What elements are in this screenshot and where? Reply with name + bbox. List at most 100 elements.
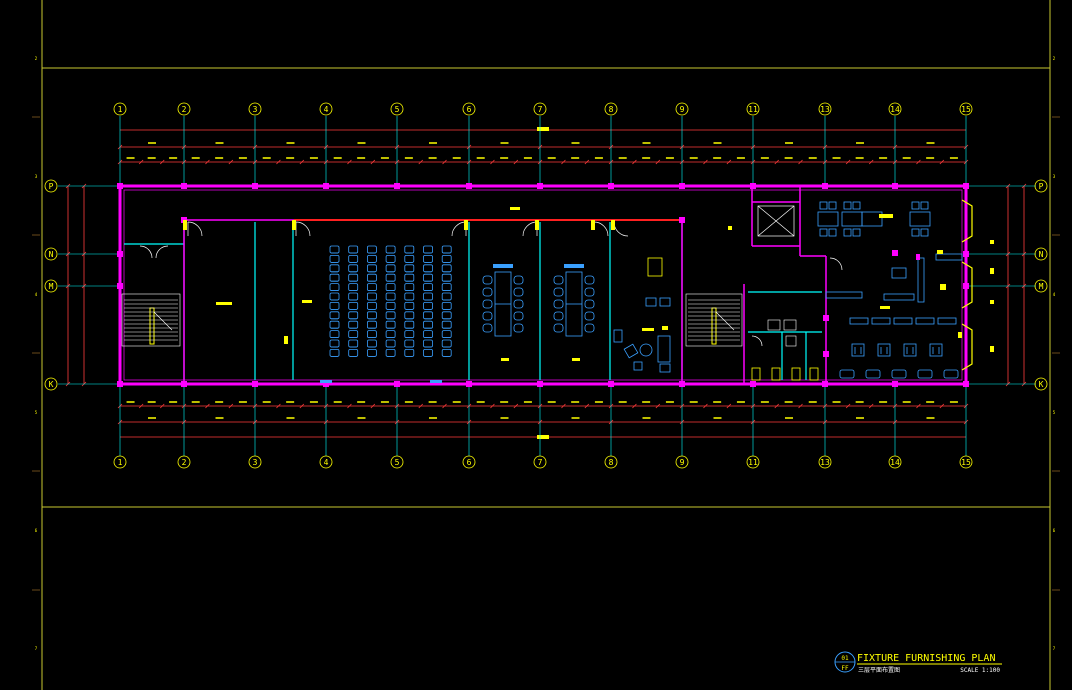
grid-bubble-col: [462, 102, 476, 116]
grid-label-col: 15: [961, 458, 971, 467]
grid-label-row: P: [49, 182, 54, 191]
grid-label-col: 15: [961, 105, 971, 114]
grid-label-col: 5: [395, 105, 400, 114]
sheet-marks-right: 2 3 4 5 6 7: [1053, 56, 1056, 651]
grid-label-col: 1: [118, 458, 123, 467]
sheet-marks-left: 2 3 4 5 6 7: [35, 56, 38, 651]
grid-label-col: 4: [324, 105, 329, 114]
stair-right: [685, 293, 743, 347]
sheet-mark: 2: [35, 56, 38, 61]
grid-label-col: 14: [890, 105, 900, 114]
grid-label-col: 5: [395, 458, 400, 467]
grid-label-col: 1: [118, 105, 123, 114]
grid-bubbles-bottom: 1 2 3 4 5 6 7 8 9 11 13 14 15: [113, 455, 973, 469]
grid-label-col: 2: [182, 105, 187, 114]
grid-label-col: 13: [820, 458, 830, 467]
structural-columns: [117, 183, 969, 387]
grid-label-row: M: [49, 282, 54, 291]
east-windows: [961, 199, 973, 371]
sheet-mark: 7: [1053, 646, 1056, 651]
dimension-values: [126, 127, 958, 439]
grid-bubble-col: [533, 455, 547, 469]
grid-bubbles-left: P N M K: [44, 179, 58, 391]
grid-bubble-col: [390, 455, 404, 469]
magenta-walls: [183, 186, 827, 384]
lounge-furniture: [613, 257, 671, 373]
grid-bubble-col: [888, 102, 902, 116]
grid-bubble-col: [248, 102, 262, 116]
elevator: [757, 205, 795, 237]
grid-label-row: K: [49, 380, 54, 389]
grid-label-col: 6: [467, 105, 472, 114]
sheet-mark: 5: [35, 410, 38, 415]
plan-scale: SCALE 1:100: [960, 667, 1000, 674]
meeting-tables: [482, 264, 595, 337]
grid-label-col: 3: [253, 105, 258, 114]
sheet-mark: 2: [1053, 56, 1056, 61]
grid-bubble-col: [533, 102, 547, 116]
grid-bubble-col: [888, 455, 902, 469]
grid-label-col: 4: [324, 458, 329, 467]
grid-bubble-col: [462, 455, 476, 469]
grid-bubble-col: [113, 102, 127, 116]
grid-bubbles-right: P N M K: [1034, 179, 1048, 391]
sheet-mark: 3: [35, 174, 38, 179]
badge-bottom: FF: [841, 665, 849, 672]
grid-bubble-col: [959, 455, 973, 469]
sheet-mark: 4: [35, 292, 38, 297]
grid-bubble-col: [675, 102, 689, 116]
grid-label-row: K: [1039, 380, 1044, 389]
stair-left: [121, 293, 181, 347]
grid-label-col: 8: [609, 105, 614, 114]
grid-bubble-col: [248, 455, 262, 469]
grid-label-col: 7: [538, 105, 543, 114]
grid-bubble-col: [746, 102, 760, 116]
open-office-furniture: [817, 201, 963, 379]
grid-label-row: N: [49, 250, 54, 259]
plan-title: FIXTURE FURNISHING PLAN: [857, 653, 995, 664]
grid-label-col: 13: [820, 105, 830, 114]
grid-bubble-row: [1034, 377, 1048, 391]
grid-bubble-col: [675, 455, 689, 469]
grid-bubble-row: [44, 247, 58, 261]
grid-label-col: 11: [748, 105, 758, 114]
grid-label-col: 3: [253, 458, 258, 467]
grid-bubble-col: [390, 102, 404, 116]
grid-leader-lines: [58, 116, 1036, 456]
grid-label-col: 6: [467, 458, 472, 467]
grid-bubble-col: [604, 102, 618, 116]
grid-bubble-col: [319, 102, 333, 116]
grid-bubble-col: [959, 102, 973, 116]
sheet-mark: 6: [1053, 528, 1056, 533]
plan-subtitle: 三层平面布置图: [858, 666, 900, 674]
sheet-frame: [41, 0, 1051, 690]
grid-label-col: 14: [890, 458, 900, 467]
grid-bubble-col: [746, 455, 760, 469]
grid-label-row: P: [1039, 182, 1044, 191]
room-tags: [216, 207, 994, 361]
grid-label-col: 11: [748, 458, 758, 467]
sheet-mark: 6: [35, 528, 38, 533]
building-outline: [118, 184, 968, 386]
grid-bubble-col: [177, 102, 191, 116]
grid-label-col: 9: [680, 458, 685, 467]
grid-bubble-col: [177, 455, 191, 469]
sheet-mark: 5: [1053, 410, 1056, 415]
grid-label-col: 9: [680, 105, 685, 114]
grid-label-row: M: [1039, 282, 1044, 291]
grid-bubble-col: [604, 455, 618, 469]
grid-bubble-row: [44, 179, 58, 193]
grid-label-col: 7: [538, 458, 543, 467]
sheet-mark: 3: [1053, 174, 1056, 179]
grid-label-col: 8: [609, 458, 614, 467]
sheet-mark: 4: [1053, 292, 1056, 297]
grid-bubble-col: [319, 455, 333, 469]
grid-label-row: N: [1039, 250, 1044, 259]
sheet-mark: 7: [35, 646, 38, 651]
grid-bubble-row: [44, 279, 58, 293]
grid-label-col: 2: [182, 458, 187, 467]
grid-bubble-col: [113, 455, 127, 469]
restroom-fixtures: [751, 319, 819, 381]
grid-bubble-row: [1034, 179, 1048, 193]
